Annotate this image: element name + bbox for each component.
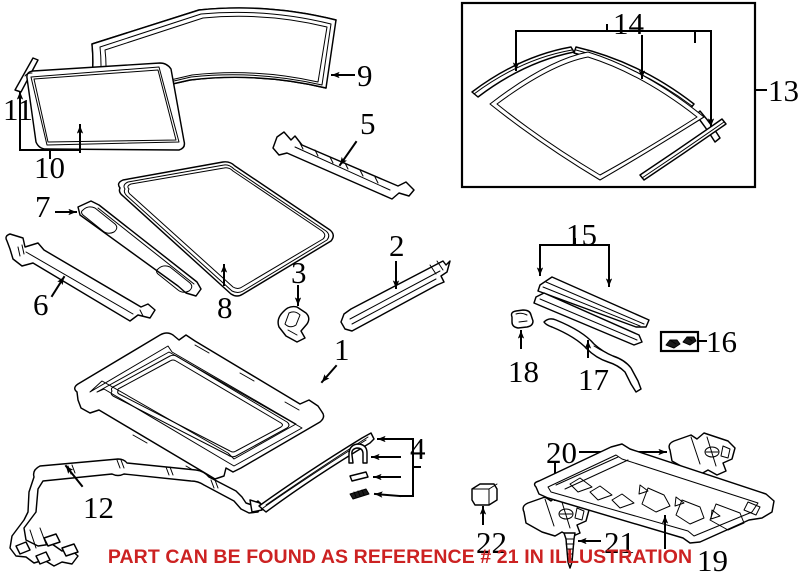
callout-box-13: [460, 1, 757, 189]
part-6-left-guide-rail: [5, 233, 156, 322]
part-4-fastener-kit: [258, 432, 421, 513]
ref-number-2: 2: [389, 228, 405, 263]
part-1-sunroof-frame: [74, 332, 325, 480]
part-3-stopper-bracket: [277, 305, 310, 343]
ref-number-20: 20: [546, 435, 577, 470]
ref-number-13: 13: [768, 73, 799, 108]
part-17-drain-hose: [543, 318, 642, 393]
ref-number-18: 18: [508, 354, 539, 389]
part-14-roof-seal-strips: [471, 24, 727, 181]
leader-lines: [16, 71, 592, 488]
part-10-sunshade-panel: [24, 62, 186, 151]
ref-number-7: 7: [35, 189, 51, 224]
part-22-trim-cap: [471, 483, 498, 525]
ref-number-6: 6: [33, 287, 49, 322]
ref-number-3: 3: [291, 255, 307, 290]
part-21-mounting-screw: [563, 532, 601, 569]
part-7-right-guide-rail: [77, 200, 202, 297]
part-15-drain-channel-pair: [533, 238, 650, 346]
reference-banner-text: PART CAN BE FOUND AS REFERENCE # 21 IN I…: [107, 546, 693, 568]
ref-number-8: 8: [217, 290, 233, 325]
ref-number-19: 19: [697, 543, 728, 578]
ref-number-16: 16: [706, 324, 737, 359]
ref-number-10: 10: [34, 150, 65, 185]
part-2-side-rail-trim: [340, 260, 451, 332]
ref-number-1: 1: [334, 332, 350, 367]
ref-number-15: 15: [566, 217, 597, 252]
ref-number-9: 9: [357, 58, 373, 93]
part-19-drive-rail-assembly: [533, 443, 775, 549]
part-18-grommet: [510, 309, 534, 329]
ref-number-5: 5: [360, 106, 376, 141]
part-16-clip-set: [659, 330, 707, 353]
part-5-cross-brace-rail: [272, 131, 415, 200]
ref-number-17: 17: [578, 362, 609, 397]
part-8-glass-panel-seal: [117, 161, 334, 297]
part-12-wiring-harness: [9, 458, 263, 567]
ref-number-14: 14: [613, 6, 644, 41]
ref-number-21: 21: [604, 525, 635, 560]
ref-number-22: 22: [476, 525, 507, 560]
ref-number-4: 4: [410, 431, 426, 466]
ref-number-11: 11: [3, 92, 33, 127]
ref-number-12: 12: [83, 490, 114, 525]
